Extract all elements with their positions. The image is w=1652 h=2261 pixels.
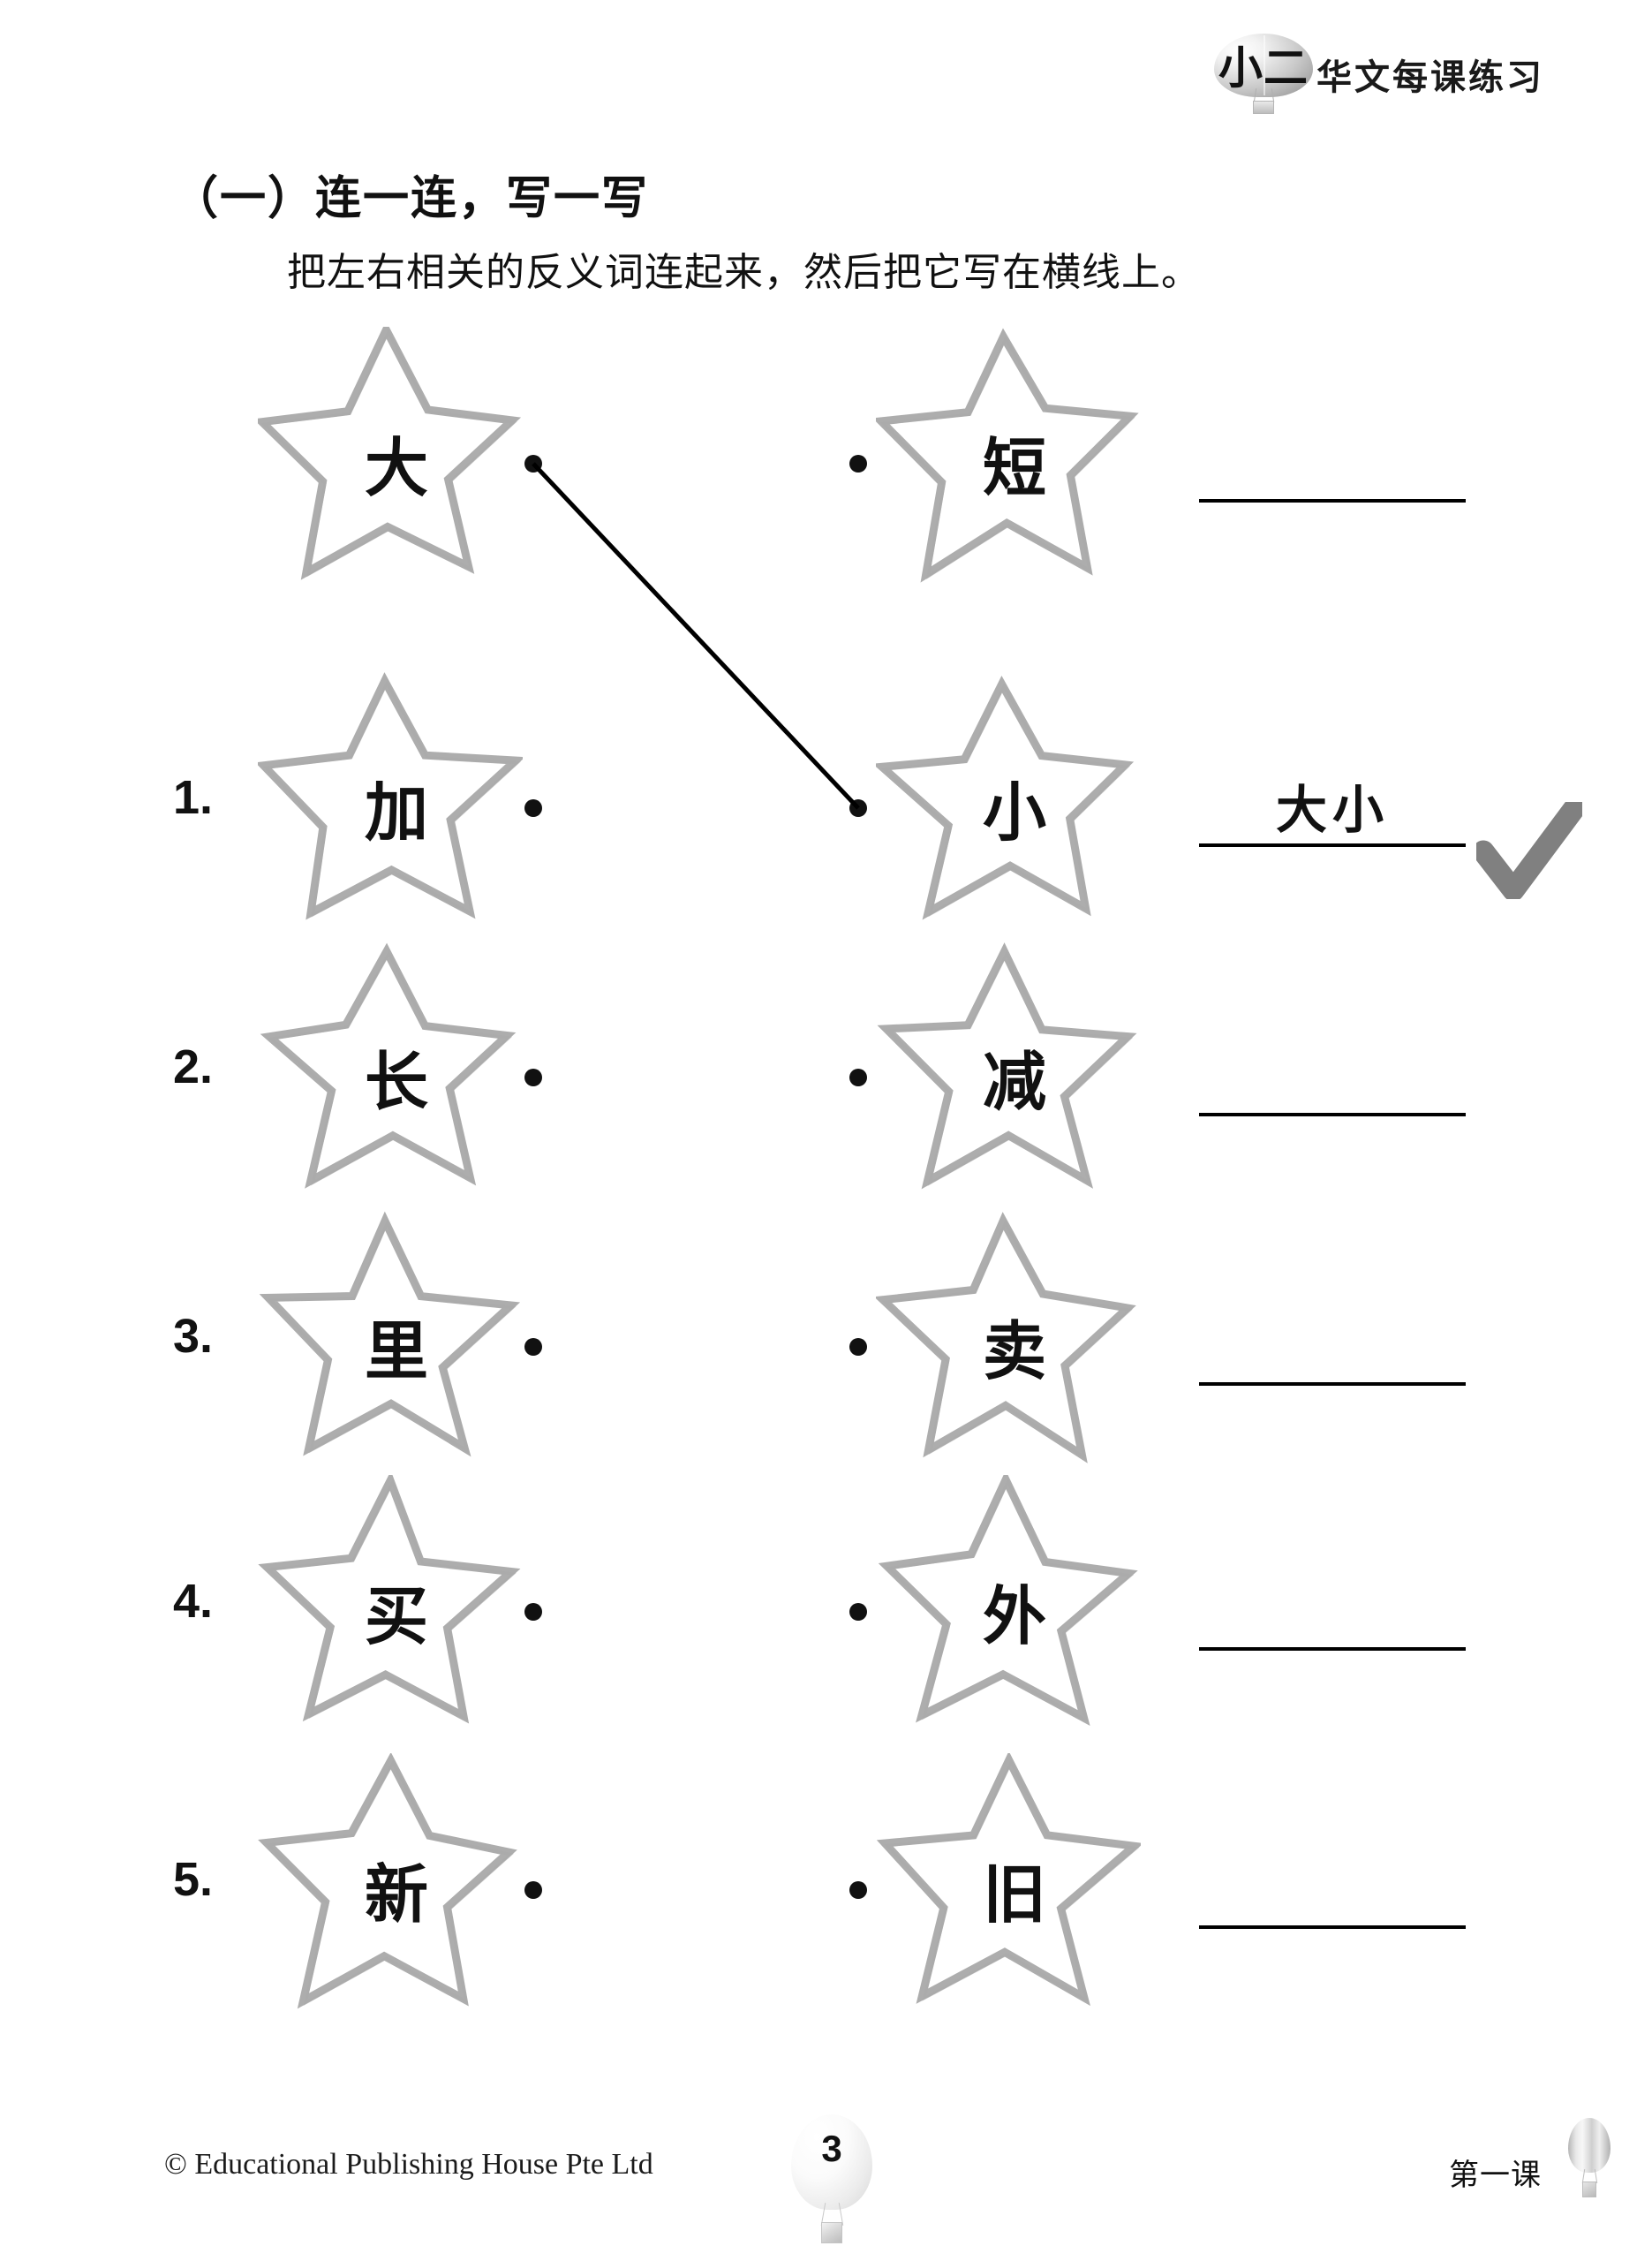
- left-connector-dot[interactable]: [524, 1881, 542, 1899]
- left-star[interactable]: 长: [258, 941, 523, 1206]
- left-star[interactable]: 加: [258, 671, 523, 936]
- right-star[interactable]: 小: [876, 671, 1141, 936]
- left-star[interactable]: 新: [258, 1753, 523, 2018]
- left-connector-dot[interactable]: [524, 1338, 542, 1356]
- balloon-envelope: [1214, 34, 1313, 97]
- exercise-row: 3. 里 卖: [0, 1210, 1652, 1475]
- right-connector-dot[interactable]: [849, 1338, 867, 1356]
- right-star[interactable]: 卖: [876, 1210, 1141, 1475]
- right-star[interactable]: 旧: [876, 1753, 1141, 2018]
- answer-line[interactable]: [1199, 1382, 1466, 1386]
- answer-line[interactable]: [1199, 1113, 1466, 1116]
- right-connector-dot[interactable]: [849, 1069, 867, 1086]
- left-connector-dot[interactable]: [524, 455, 542, 473]
- page-number-balloon: 3: [786, 2114, 883, 2256]
- left-star[interactable]: 里: [258, 1210, 523, 1475]
- left-star-character: 加: [364, 777, 428, 849]
- footer-balloon-envelope: [1568, 2118, 1611, 2173]
- balloon-basket: [1253, 101, 1274, 114]
- answer-line[interactable]: [1199, 499, 1466, 503]
- page-balloon-envelope: [791, 2114, 872, 2210]
- check-mark-icon: [1472, 796, 1587, 902]
- row-number: 2.: [173, 1040, 214, 1093]
- right-star[interactable]: 短: [876, 327, 1141, 592]
- footer-lesson-label: 第一课: [1449, 2159, 1542, 2192]
- answer-text: 大小: [1275, 782, 1389, 839]
- row-number: 3.: [173, 1310, 214, 1363]
- answer-line[interactable]: [1199, 1925, 1466, 1929]
- right-star[interactable]: 外: [876, 1475, 1141, 1740]
- right-star-character: 卖: [982, 1316, 1046, 1388]
- left-star-character: 里: [364, 1316, 428, 1388]
- page-number: 3: [821, 2128, 842, 2169]
- row-number: 5.: [173, 1853, 214, 1906]
- left-star-character: 长: [364, 1047, 428, 1118]
- right-connector-dot[interactable]: [849, 1881, 867, 1899]
- brand-balloon-text: 小二: [1218, 43, 1309, 93]
- left-star[interactable]: 买: [258, 1475, 523, 1740]
- footer-balloon-icon: [1563, 2118, 1616, 2215]
- footer-balloon-basket: [1582, 2182, 1596, 2197]
- row-number: 1.: [173, 771, 214, 824]
- instruction-text: 把左右相关的反义词连起来，然后把它写在横线上。: [287, 251, 1201, 294]
- page-balloon-basket: [821, 2222, 842, 2243]
- left-star-character: 大: [364, 433, 428, 504]
- right-star-character: 短: [982, 433, 1046, 504]
- right-connector-dot[interactable]: [849, 799, 867, 817]
- right-star-character: 小: [982, 777, 1046, 849]
- answer-line[interactable]: [1199, 1647, 1466, 1651]
- right-star[interactable]: 减: [876, 941, 1141, 1206]
- row-number: 4.: [173, 1575, 214, 1628]
- left-connector-dot[interactable]: [524, 1069, 542, 1086]
- footer-copyright: © Educational Publishing House Pte Ltd: [164, 2148, 653, 2181]
- left-star[interactable]: 大: [258, 327, 523, 592]
- brand-balloon-icon: 小二: [1207, 30, 1320, 115]
- header-title: 华文每课练习: [1316, 58, 1544, 97]
- exercise-row: 2. 长 减: [0, 941, 1652, 1206]
- exercise-row: 4. 买 外: [0, 1475, 1652, 1740]
- left-connector-dot[interactable]: [524, 799, 542, 817]
- right-connector-dot[interactable]: [849, 455, 867, 473]
- answer-line[interactable]: [1199, 843, 1466, 847]
- right-star-character: 旧: [982, 1859, 1046, 1931]
- exercise-row: 5. 新 旧: [0, 1753, 1652, 2018]
- header-brand: 小二 华文每课练习: [1207, 30, 1544, 115]
- left-connector-dot[interactable]: [524, 1603, 542, 1621]
- exercise-row: 大短: [0, 327, 1652, 592]
- exercise-row: 1. 加 小 大小: [0, 671, 1652, 936]
- right-star-character: 减: [982, 1047, 1046, 1118]
- left-star-character: 新: [364, 1859, 428, 1931]
- left-star-character: 买: [364, 1581, 428, 1652]
- right-star-character: 外: [982, 1581, 1046, 1652]
- page-title: （一）连一连，写一写: [172, 173, 650, 224]
- right-connector-dot[interactable]: [849, 1603, 867, 1621]
